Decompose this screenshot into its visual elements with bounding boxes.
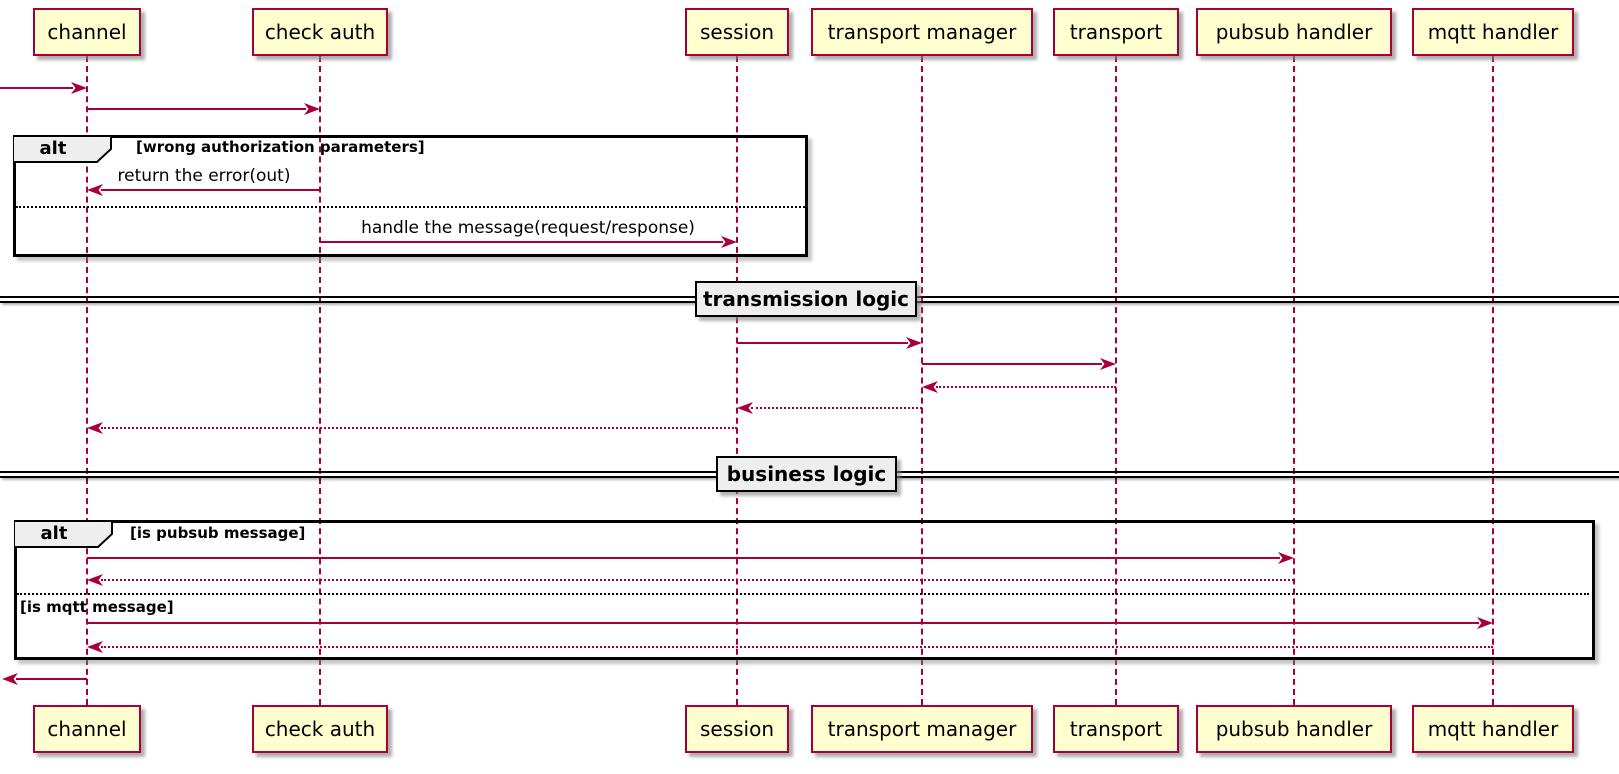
alt-frame-auth: [13, 135, 808, 257]
message-label-return-error: return the error(out): [117, 166, 291, 186]
participant-bottom-mqtt-handler: mqtt handler: [1412, 705, 1574, 753]
guard-is-mqtt: [is mqtt message]: [20, 598, 174, 616]
lifeline-check-auth: [319, 56, 321, 705]
guard-is-pubsub: [is pubsub message]: [130, 524, 306, 542]
participant-top-pubsub-handler: pubsub handler: [1196, 8, 1392, 56]
participant-top-check-auth: check auth: [252, 8, 388, 56]
return-line-session-to-channel: [101, 427, 737, 429]
arrowhead-right: [304, 103, 320, 115]
return-line-tm-to-session: [751, 407, 922, 409]
participant-bottom-check-auth: check auth: [252, 705, 388, 753]
arrowhead-right: [71, 82, 87, 94]
lifeline-channel: [86, 56, 88, 705]
alt-operator-label: alt: [39, 138, 67, 159]
participant-bottom-transport: transport: [1053, 705, 1179, 753]
arrowhead-right: [1100, 358, 1116, 370]
message-line-channel-to-checkauth: [87, 108, 306, 110]
participant-top-session: session: [685, 8, 789, 56]
divider-transmission-logic: transmission logic: [695, 281, 917, 317]
message-line-session-to-tm: [737, 342, 908, 344]
message-line-handle-message: [320, 241, 723, 243]
alt-operator-tab: alt: [14, 520, 114, 548]
alt-tab-shape: [13, 135, 112, 163]
return-line-pubsub-to-channel: [101, 579, 1294, 581]
alt-frame-message-type: [14, 520, 1595, 660]
participant-bottom-channel: channel: [33, 705, 141, 753]
participant-top-transport-manager: transport manager: [811, 8, 1033, 56]
arrowhead-right: [906, 337, 922, 349]
message-line-channel-to-pubsub: [87, 557, 1280, 559]
message-line-channel-to-mqtt: [87, 622, 1479, 624]
message-line-outgoing: [16, 678, 87, 680]
message-line-return-error: [101, 189, 320, 191]
message-line-tm-to-transport: [922, 363, 1102, 365]
lifeline-mqtt-handler: [1492, 56, 1494, 705]
alt-operator-label: alt: [40, 523, 68, 544]
alt-frame-message-type-separator: [17, 593, 1589, 595]
divider-business-logic: business logic: [716, 456, 897, 492]
participant-bottom-transport-manager: transport manager: [811, 705, 1033, 753]
return-line-mqtt-to-channel: [101, 646, 1493, 648]
participant-top-transport: transport: [1053, 8, 1179, 56]
participant-top-channel: channel: [33, 8, 141, 56]
lifeline-pubsub-handler: [1293, 56, 1295, 705]
message-label-handle-message: handle the message(request/response): [361, 218, 695, 238]
participant-top-mqtt-handler: mqtt handler: [1412, 8, 1574, 56]
return-line-transport-to-tm: [936, 386, 1116, 388]
participant-bottom-session: session: [685, 705, 789, 753]
alt-operator-tab: alt: [13, 135, 113, 163]
participant-bottom-pubsub-handler: pubsub handler: [1196, 705, 1392, 753]
alt-frame-auth-separator: [16, 206, 805, 208]
lifeline-session: [736, 56, 738, 705]
alt-tab-shape: [14, 520, 113, 548]
lifeline-transport: [1115, 56, 1117, 705]
lifeline-transport-manager: [921, 56, 923, 705]
guard-wrong-auth: [wrong authorization parameters]: [136, 138, 425, 156]
message-line-incoming: [0, 87, 73, 89]
